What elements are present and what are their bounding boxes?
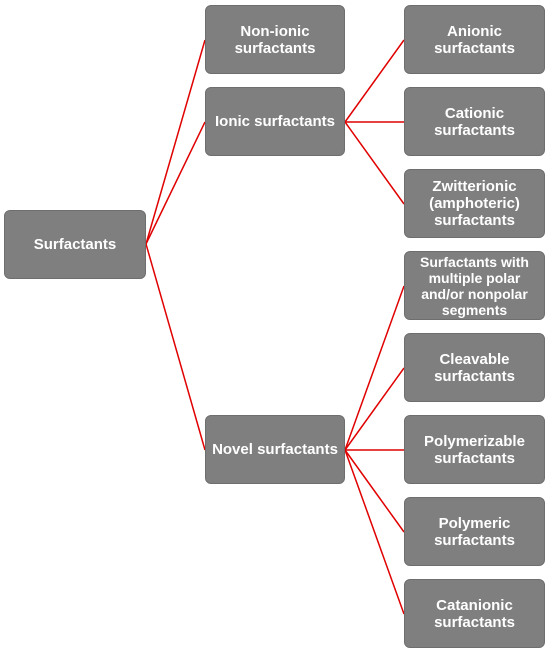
node-cationic-surfactants: Cationic surfactants [404,87,545,156]
connector-ionic-anionic [344,39,405,123]
node-polymerizable-surfactants: Polymerizable surfactants [404,415,545,484]
node-anionic-surfactants: Anionic surfactants [404,5,545,74]
connector-root-nonionic [145,39,206,245]
connector-root-ionic [145,121,206,245]
node-polymeric-surfactants: Polymeric surfactants [404,497,545,566]
connector-novel-polymeric [344,449,405,533]
node-novel-surfactants: Novel surfactants [205,415,345,484]
connector-novel-cleavable [344,367,405,451]
node-ionic-surfactants: Ionic surfactants [205,87,345,156]
node-surfactants: Surfactants [4,210,146,279]
node-non-ionic-surfactants: Non-ionic surfactants [205,5,345,74]
connector-root-novel [145,243,206,451]
connector-ionic-zwitterionic [344,121,405,205]
node-cleavable-surfactants: Cleavable surfactants [404,333,545,402]
connector-novel-multiple [344,285,405,451]
connector-novel-catanionic [344,449,405,615]
node-zwitterionic-surfactants: Zwitterionic (amphoteric) surfactants [404,169,545,238]
node-catanionic-surfactants: Catanionic surfactants [404,579,545,648]
node-multiple-segment-surfactants: Surfactants with multiple polar and/or n… [404,251,545,320]
